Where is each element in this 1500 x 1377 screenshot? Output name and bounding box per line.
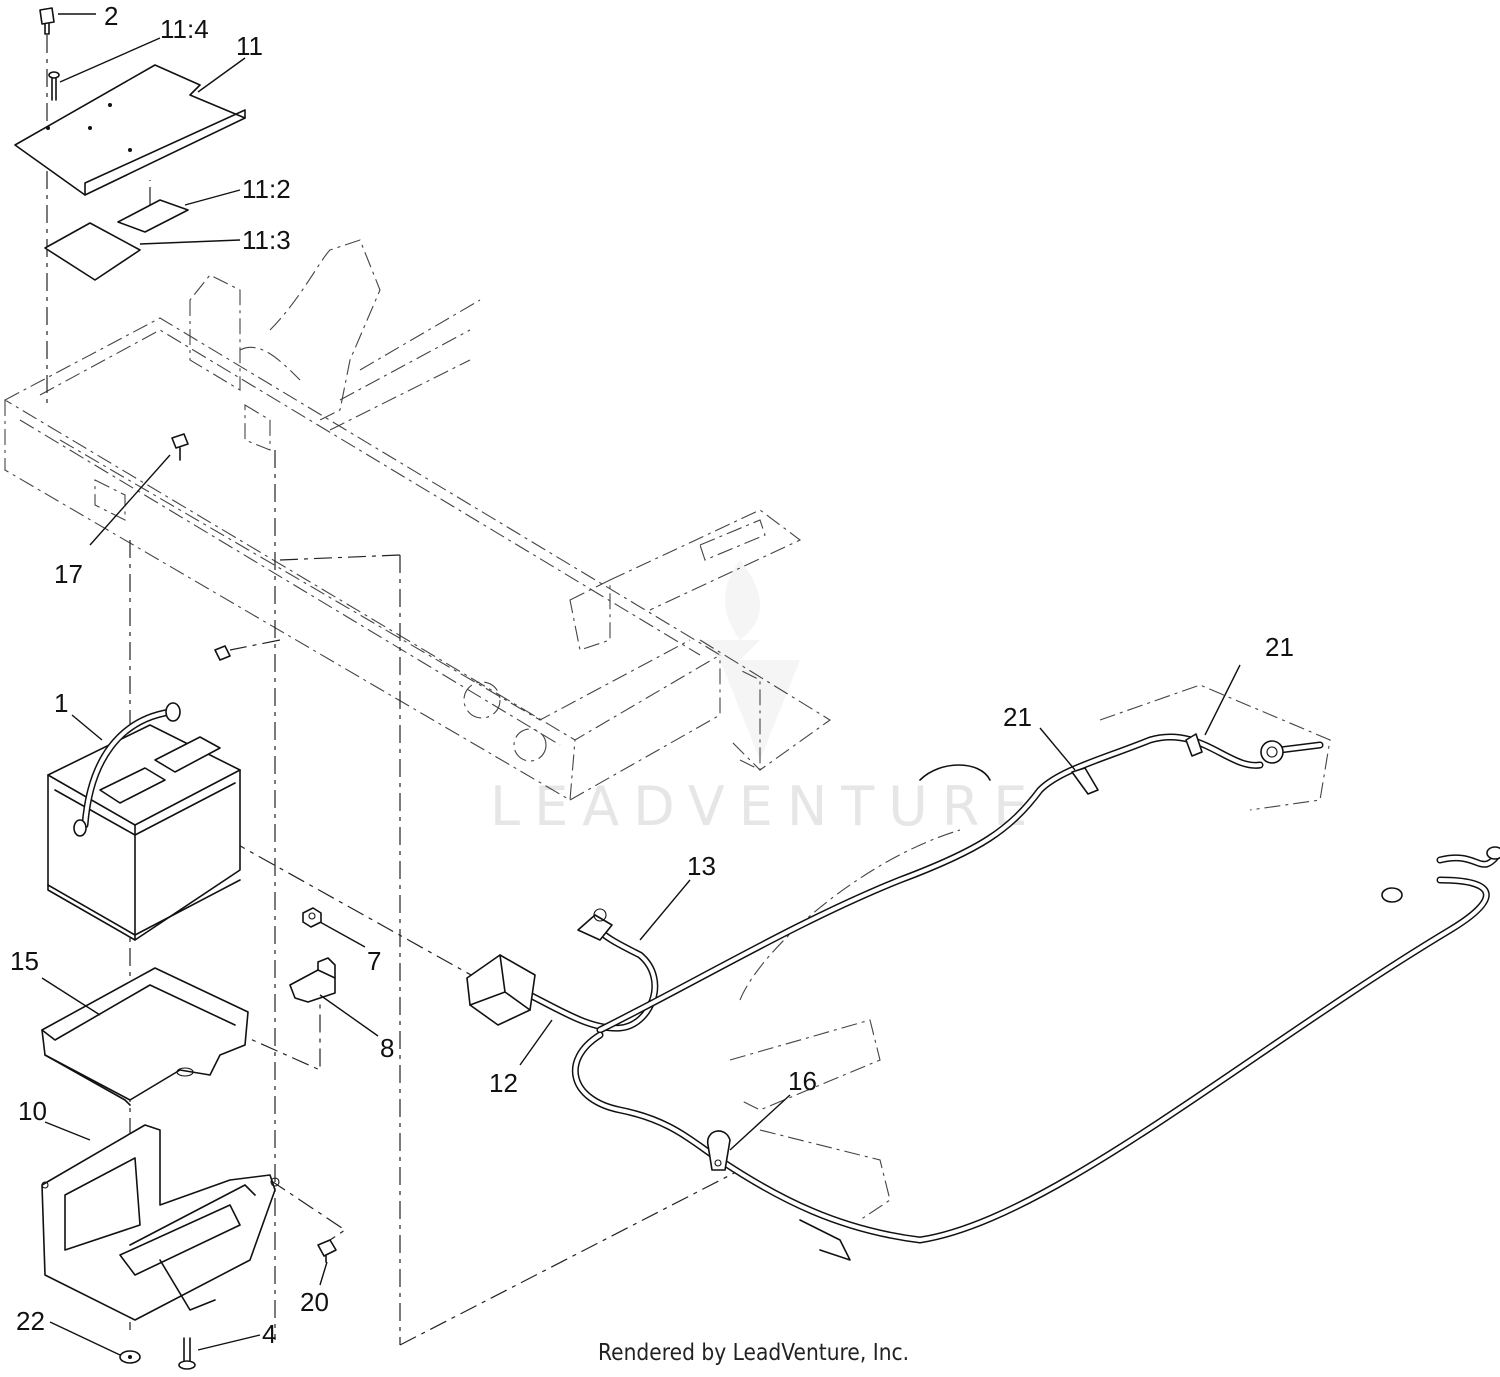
pad-11-3 <box>44 222 141 281</box>
screw-frame <box>214 645 231 661</box>
callout-2: 2 <box>104 1 118 31</box>
bolt-20 <box>317 1239 337 1263</box>
callout-11-3: 11:3 <box>242 225 291 255</box>
nut-22 <box>119 1350 141 1364</box>
nut-7 <box>302 907 322 928</box>
callout-16: 16 <box>788 1066 817 1096</box>
decal-11-2 <box>117 199 189 233</box>
fastener-2 <box>39 7 55 35</box>
callout-17: 17 <box>54 559 83 589</box>
cover-plate-11 <box>14 64 246 196</box>
callout-20: 20 <box>300 1287 329 1317</box>
callout-12: 12 <box>489 1068 518 1098</box>
callout-21-right: 21 <box>1265 632 1294 662</box>
callout-10: 10 <box>18 1096 47 1126</box>
callout-11: 11 <box>236 31 263 61</box>
callout-13: 13 <box>687 851 716 881</box>
battery-tray-15 <box>41 967 249 1106</box>
render-credit: Rendered by LeadVenture, Inc. <box>598 1340 910 1366</box>
callout-4: 4 <box>262 1319 276 1349</box>
callout-11-4: 11:4 <box>160 14 209 44</box>
callout-15: 15 <box>10 946 39 976</box>
leader-lines <box>41 13 1241 1356</box>
battery-bracket-10 <box>41 1124 280 1321</box>
bolt-17 <box>171 433 189 461</box>
watermark-logo <box>700 560 800 760</box>
callout-11-2: 11:2 <box>242 174 291 204</box>
bolt-4 <box>178 1337 196 1370</box>
frame-rail-phantom <box>3 239 831 801</box>
callout-7: 7 <box>367 946 381 976</box>
battery-1 <box>47 702 241 941</box>
callout-labels: 2 11:4 11 11:2 11:3 17 1 21 21 13 15 7 8… <box>10 1 1294 1349</box>
watermark-text: LEADVENTURE <box>490 775 1041 838</box>
callout-21-left: 21 <box>1003 702 1032 732</box>
clamp-8 <box>289 957 336 1003</box>
frame-right-phantom <box>729 684 1331 1221</box>
callout-8: 8 <box>380 1033 394 1063</box>
callout-1: 1 <box>54 688 68 718</box>
callout-22: 22 <box>16 1306 45 1336</box>
wire-harness <box>466 733 1500 1261</box>
rivet-11-4 <box>48 71 60 101</box>
